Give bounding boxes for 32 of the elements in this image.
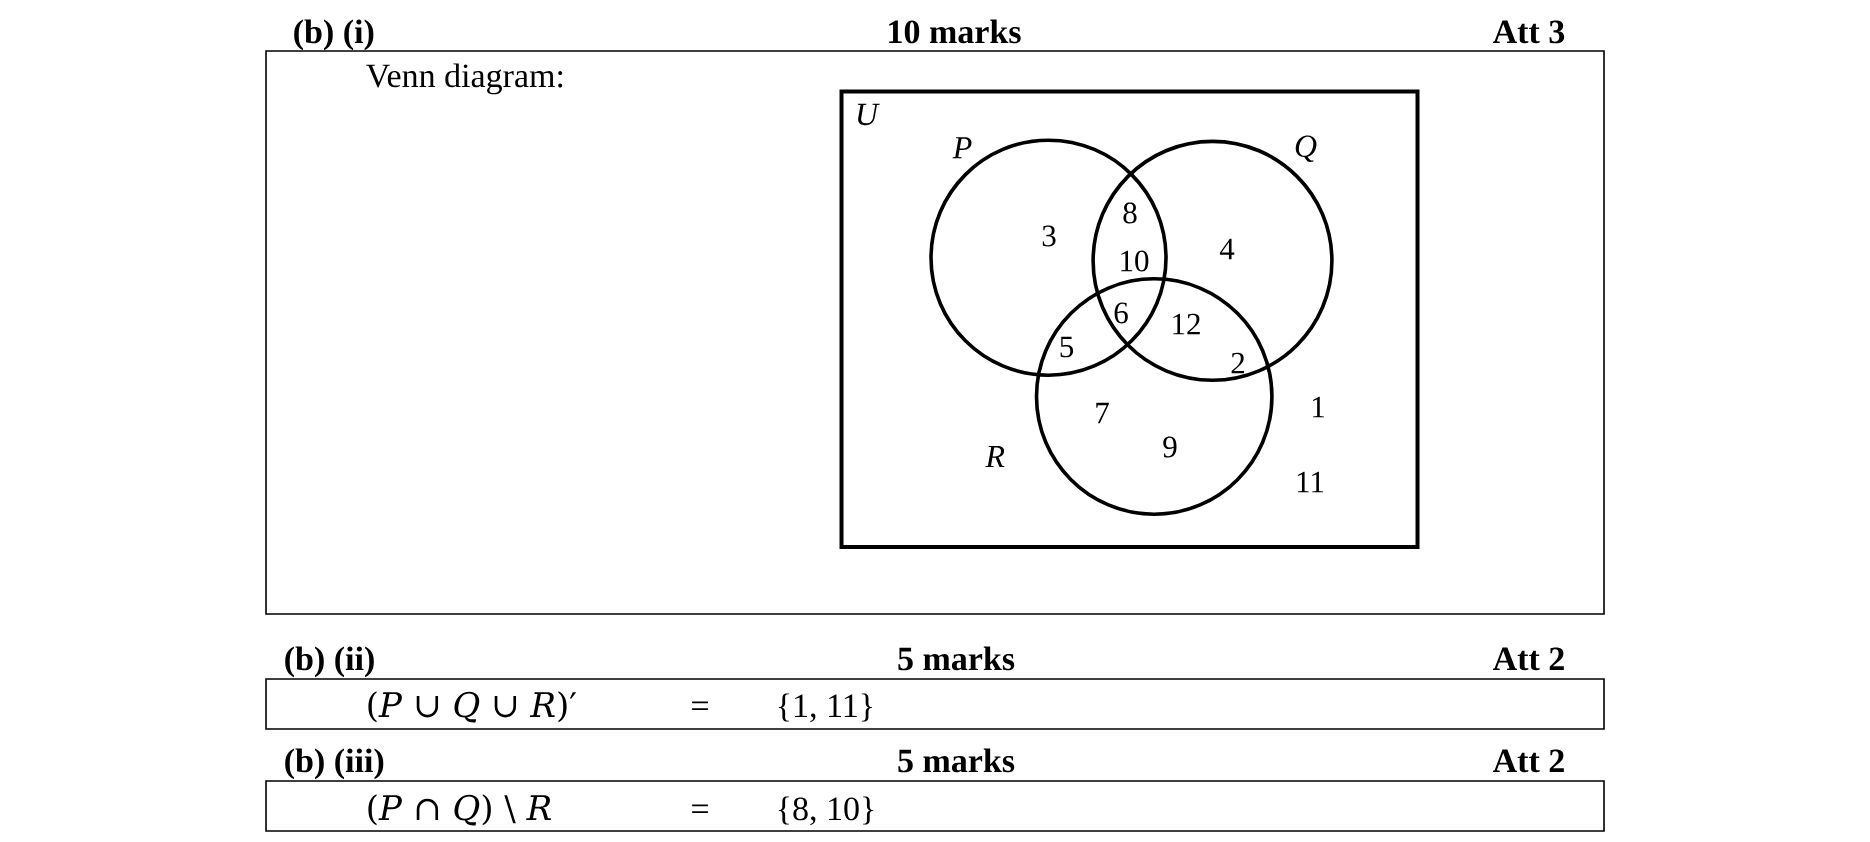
region-number: 3 (1042, 225, 1056, 247)
question-number: (b) (iii) (285, 748, 384, 780)
region-number: 11 (1297, 471, 1324, 493)
set-expression: (P ∪ Q ∪ R)′ (368, 691, 577, 723)
question-number: (b) (ii) (285, 646, 374, 678)
prompt-text: Venn diagram: (366, 63, 563, 95)
attempt-label: Att 2 (1492, 749, 1564, 773)
set-label: P (952, 137, 972, 159)
region-number: 5 (1060, 336, 1074, 358)
set-label: U (857, 103, 880, 126)
attempt-label: Att 2 (1492, 647, 1564, 671)
region-number: 1 (1313, 396, 1324, 418)
answer-set: {1, 11} (778, 693, 872, 723)
set-label: R (985, 446, 1005, 467)
marks-label: 10 marks (889, 19, 1021, 44)
region-number: 7 (1096, 402, 1109, 424)
region-number: 4 (1219, 238, 1235, 260)
region-number: 8 (1123, 202, 1137, 224)
region-number: 2 (1231, 352, 1245, 374)
set-label: Q (1295, 135, 1317, 162)
marks-label: 5 marks (898, 646, 1015, 671)
region-number: 6 (1114, 302, 1128, 324)
set-expression: (P ∩ Q) \ R (368, 794, 551, 826)
answer-set: {8, 10} (778, 796, 874, 826)
region-number: 12 (1173, 313, 1200, 335)
marks-label: 5 marks (898, 748, 1015, 773)
equals-sign: = (692, 701, 708, 710)
question-number: (b) (i) (294, 19, 374, 51)
region-number: 9 (1163, 436, 1177, 458)
region-number: 10 (1121, 250, 1149, 272)
equals-sign: = (692, 804, 708, 813)
attempt-label: Att 3 (1492, 20, 1565, 44)
